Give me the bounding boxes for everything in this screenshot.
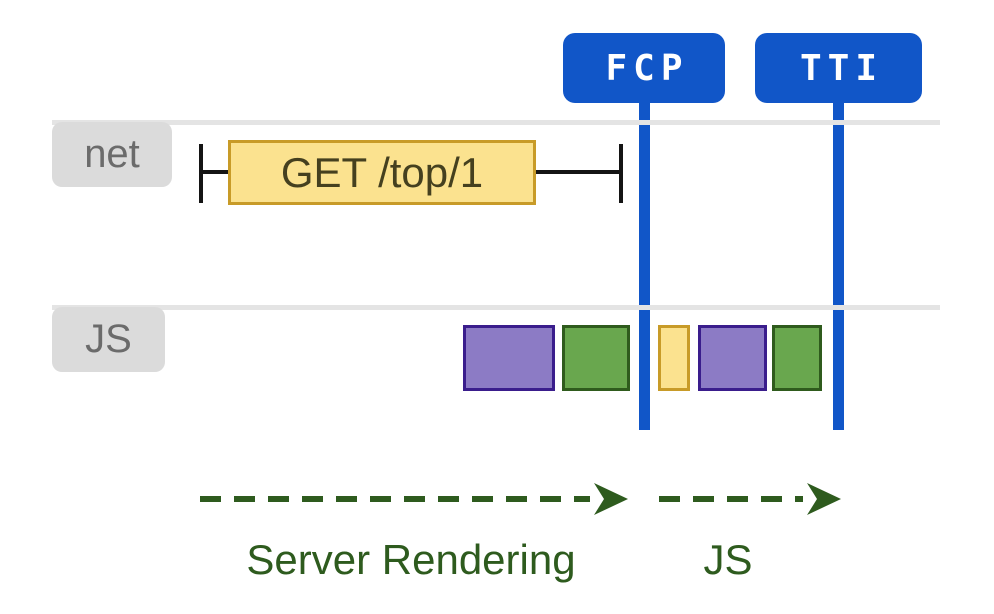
tti-badge: TTI [755,33,922,103]
tti-badge-label: TTI [799,47,884,89]
fcp-marker-line [639,101,650,430]
js-activity-block-purple [698,325,767,391]
js-activity-block-purple [463,325,555,391]
request-start-connector [201,170,229,174]
tti-marker-line [833,101,844,430]
js-activity-block-green [772,325,822,391]
server-rendering-arrow [200,483,628,515]
net-lane-label: net [84,132,140,176]
network-request-box: GET /top/1 [228,140,536,205]
fcp-badge: FCP [563,33,725,103]
request-end-tick [619,144,623,203]
js-activity-block-green [562,325,630,391]
net-lane-tab: net [52,122,172,187]
js-activity-block-yellow [658,325,690,391]
js-track-line [52,305,940,310]
js-phase-label: JS [703,536,753,583]
fcp-badge-label: FCP [605,47,689,89]
js-lane-label: JS [85,317,132,361]
net-track-line [52,120,940,125]
js-phase-arrow [659,483,841,515]
server-rendering-label: Server Rendering [246,536,576,583]
js-lane-tab: JS [52,307,165,372]
network-request-label: GET /top/1 [280,148,484,196]
request-end-connector [536,170,621,174]
